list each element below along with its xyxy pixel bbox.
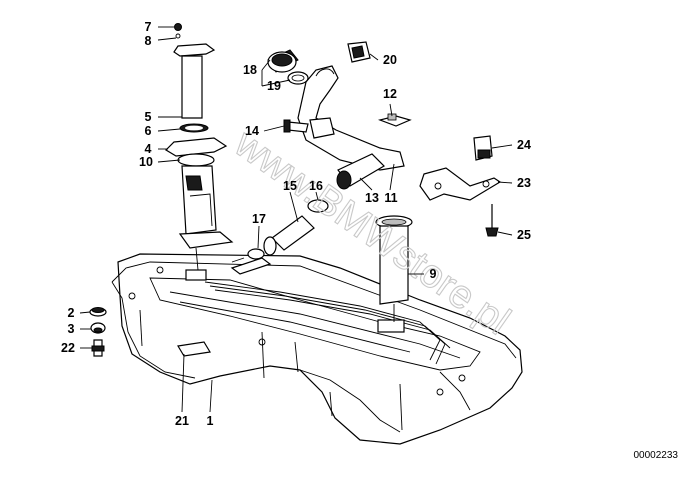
callout-25: 25 <box>517 228 531 242</box>
callout-9: 9 <box>430 267 437 281</box>
callout-1: 1 <box>207 414 214 428</box>
callout-18: 18 <box>243 63 257 77</box>
callout-7: 7 <box>145 20 152 34</box>
callout-5: 5 <box>145 110 152 124</box>
callout-14: 14 <box>245 124 259 138</box>
callout-12: 12 <box>383 87 397 101</box>
callout-21: 21 <box>175 414 189 428</box>
callout-8: 8 <box>145 34 152 48</box>
cap-12 <box>377 113 412 127</box>
fuel-tank <box>111 253 523 445</box>
leader-lines <box>79 26 513 413</box>
callout-23: 23 <box>517 176 531 190</box>
callout-22: 22 <box>61 341 75 355</box>
level-sensor-9 <box>375 215 413 322</box>
callout-10: 10 <box>139 155 153 169</box>
callout-24: 24 <box>517 138 531 152</box>
callout-20: 20 <box>383 53 397 67</box>
callout-2: 2 <box>68 306 75 320</box>
bracket-assembly <box>419 135 502 237</box>
callout-11: 11 <box>384 191 397 205</box>
callout-17: 17 <box>252 212 266 226</box>
callout-15: 15 <box>283 179 297 193</box>
vent-hose-clamps <box>231 199 329 263</box>
callout-6: 6 <box>145 124 152 138</box>
callout-3: 3 <box>68 322 75 336</box>
filler-neck-assembly <box>267 41 405 190</box>
catalog-code: 00002233 <box>634 450 679 461</box>
mount-hardware <box>89 307 107 357</box>
callout-16: 16 <box>309 179 323 193</box>
callout-19: 19 <box>267 79 281 93</box>
callout-4: 4 <box>145 142 152 156</box>
fuel-sender-unit <box>165 23 234 271</box>
callout-labels: 7 8 5 6 4 10 18 19 20 12 14 15 16 13 11 … <box>61 20 531 428</box>
callout-13: 13 <box>365 191 379 205</box>
